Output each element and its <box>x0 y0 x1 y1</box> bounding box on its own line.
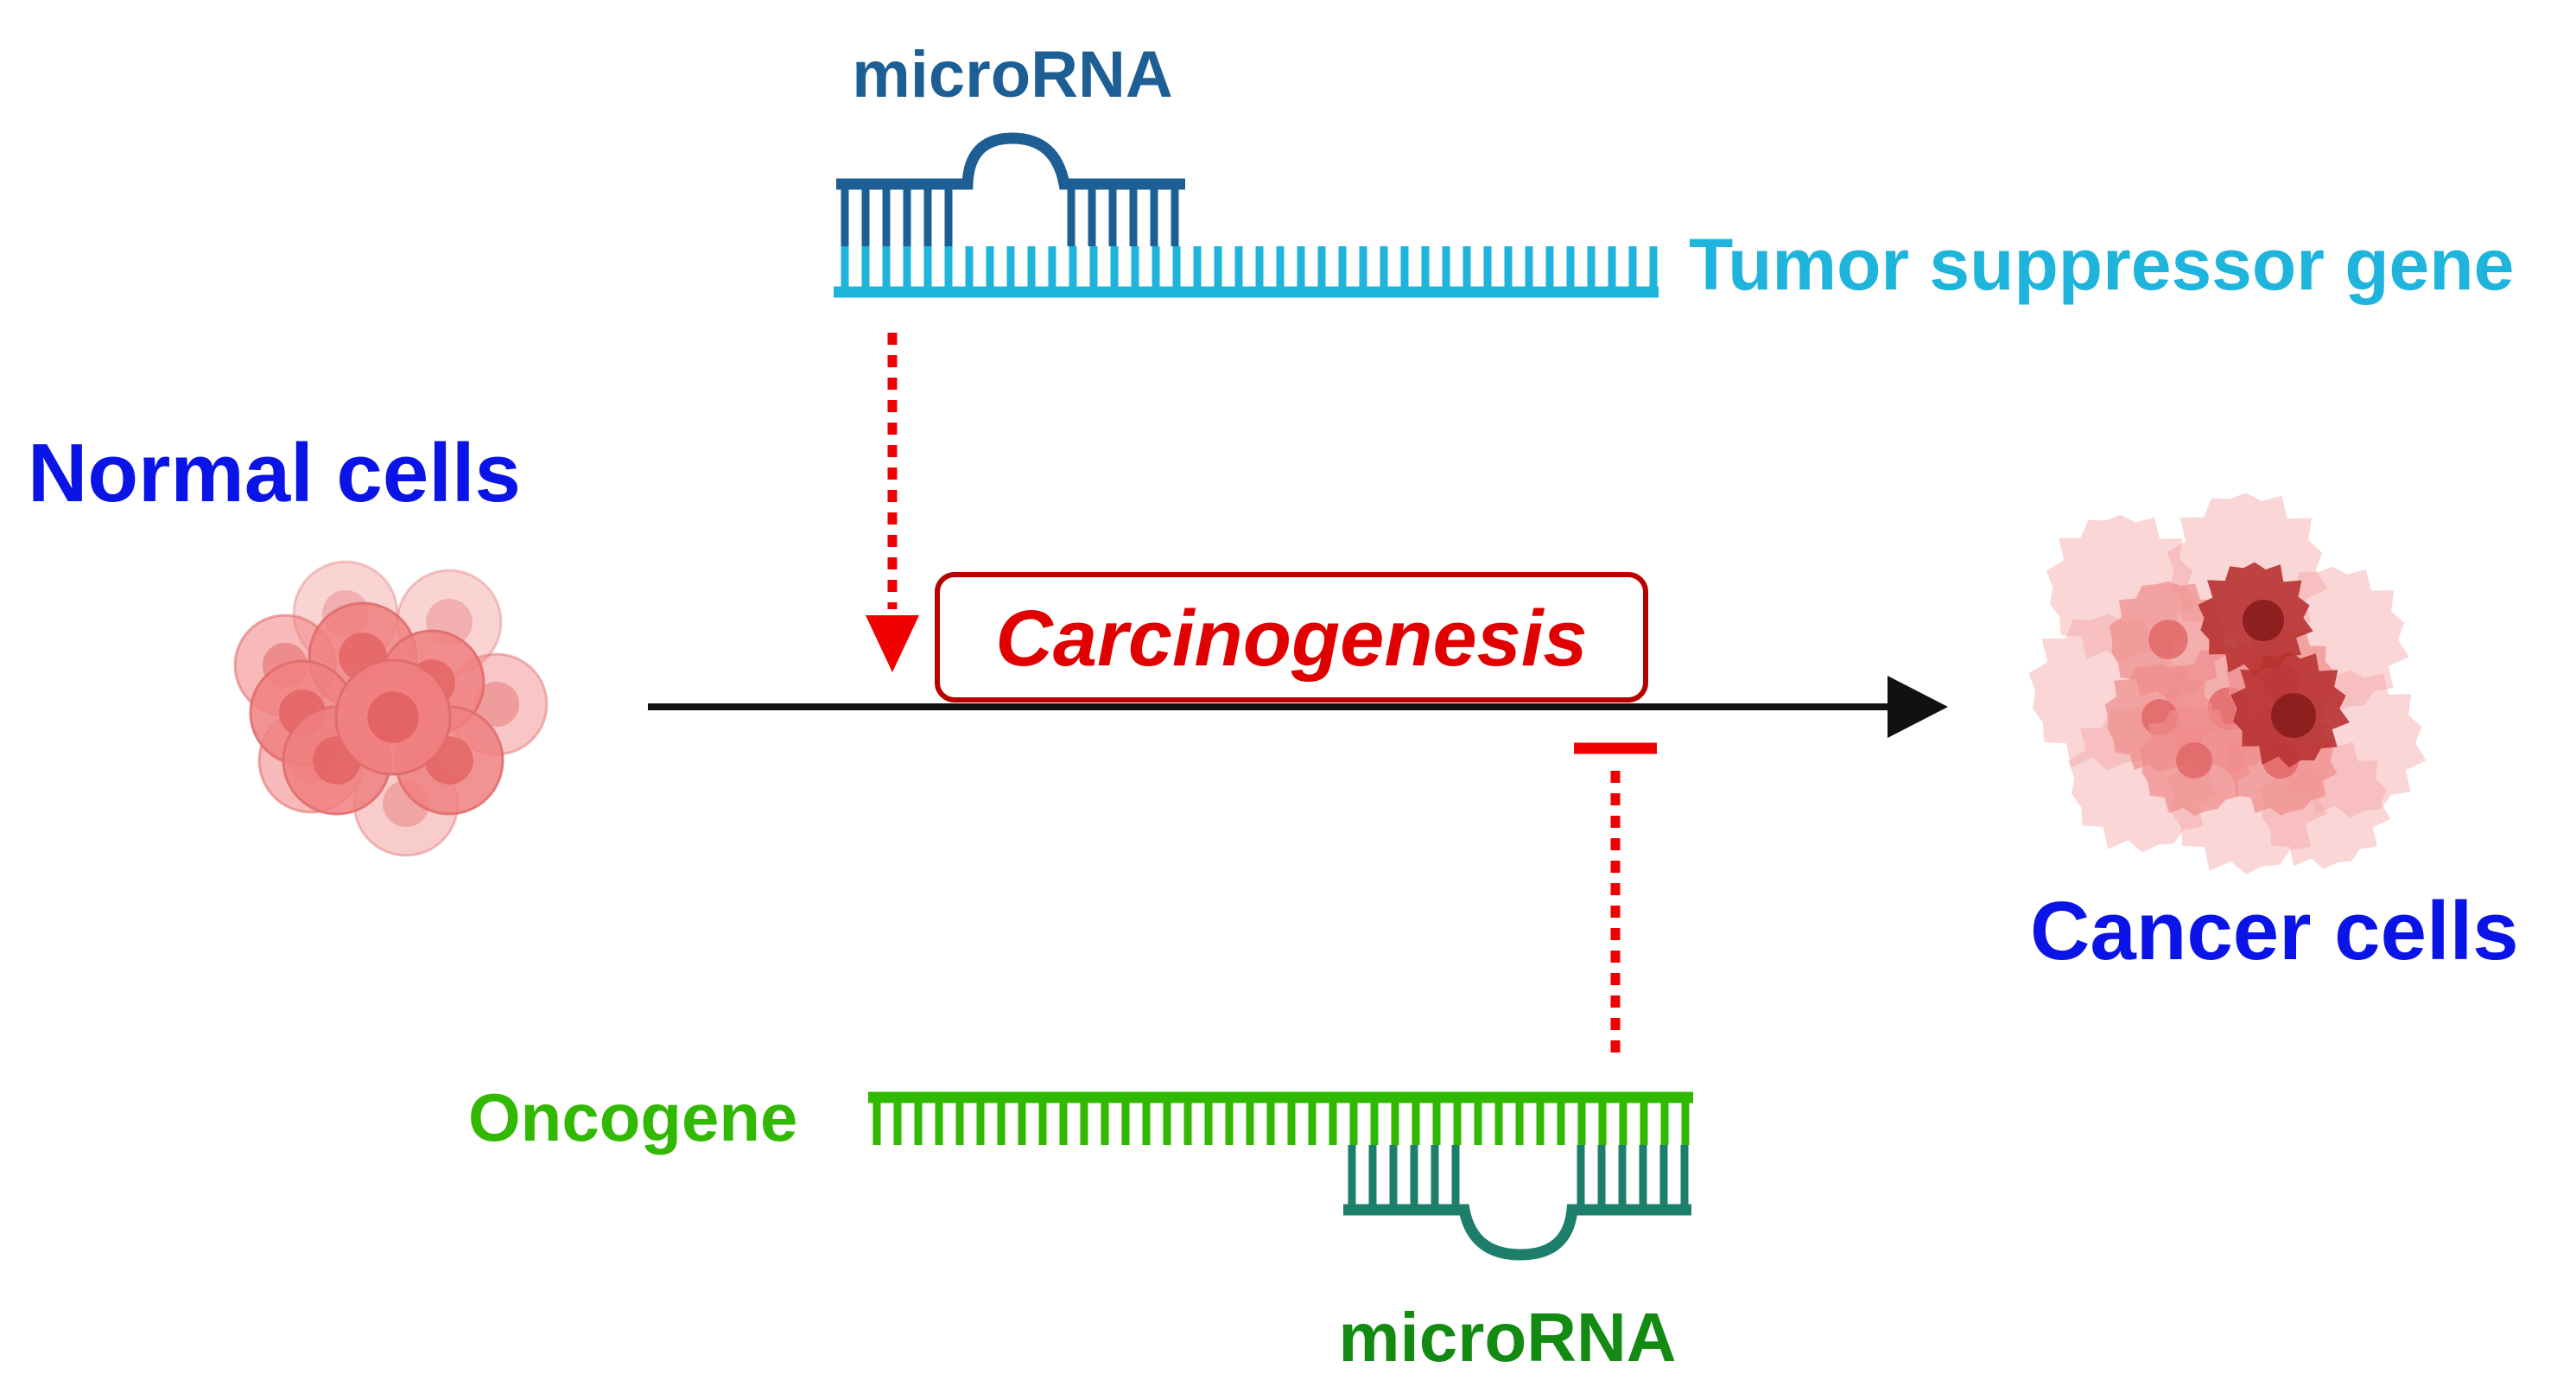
oncogene-label: Oncogene <box>468 1079 797 1155</box>
tumor-suppressor-strand <box>834 246 1659 298</box>
carcinogenesis-label: Carcinogenesis <box>995 595 1587 683</box>
oncogene-strand <box>868 1091 1693 1145</box>
inhibition-line <box>1574 742 1657 1052</box>
promotion-arrow <box>866 333 919 672</box>
mirna-bottom-strand <box>1343 1145 1691 1261</box>
carcinogenesis-box: Carcinogenesis <box>935 572 1648 703</box>
cancer-cell-cluster-icon <box>2028 493 2427 874</box>
mirna-top-strand <box>836 132 1185 246</box>
mirna-bottom-label: microRNA <box>1338 1299 1676 1376</box>
cancer-cells-label: Cancer cells <box>2030 885 2519 977</box>
mirna-top-label: microRNA <box>852 38 1173 111</box>
normal-cells-label: Normal cells <box>28 427 521 519</box>
normal-cell-cluster-icon <box>233 560 549 857</box>
tumor-suppressor-label: Tumor suppressor gene <box>1689 224 2514 305</box>
progression-arrow <box>648 676 1948 738</box>
